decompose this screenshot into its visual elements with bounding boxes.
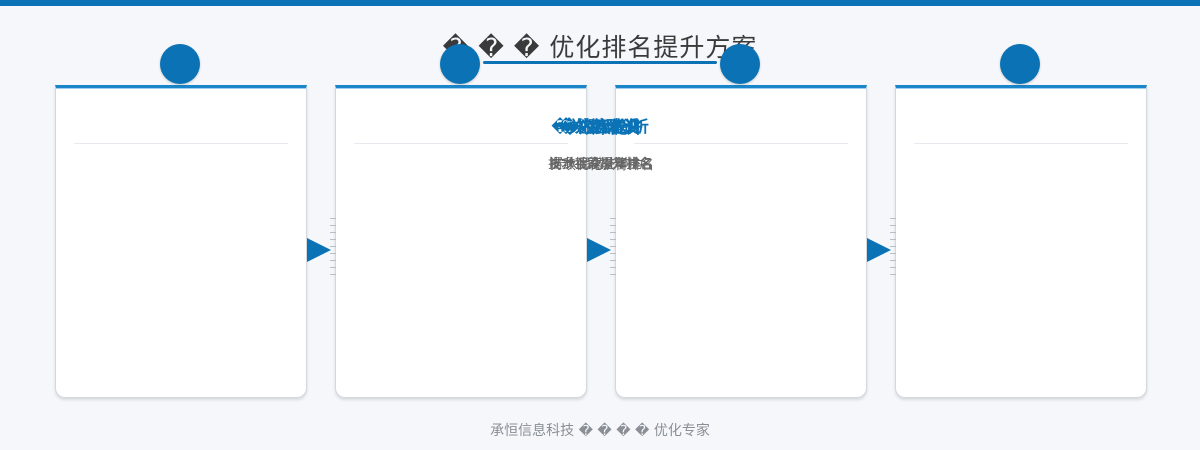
- connector-ticks: [890, 218, 896, 278]
- arrow-right-icon: [587, 238, 611, 262]
- card-divider: [914, 143, 1128, 144]
- step-icon-2: [440, 44, 480, 84]
- top-accent-bar: [0, 0, 1200, 6]
- card-divider: [74, 143, 288, 144]
- step-title-4: �效果提升: [561, 118, 643, 137]
- step-card-1: [55, 85, 307, 398]
- step-card-3: [615, 85, 867, 398]
- step-card-4: [895, 85, 1147, 398]
- page-title: � � � 优化排名提升方案: [442, 33, 758, 62]
- arrow-right-icon: [307, 238, 331, 262]
- step-desc-2: 提升搜索引擎排名: [548, 157, 653, 172]
- step-title-1: �关键词分析: [551, 117, 649, 136]
- connector-ticks: [330, 218, 336, 278]
- step-card-2: [335, 85, 587, 398]
- card-divider: [634, 143, 848, 144]
- card-divider: [354, 143, 568, 144]
- connector-ticks: [610, 218, 616, 278]
- step-title-2: �内容优化: [560, 117, 642, 136]
- step-desc-3: 扩大品牌影响力: [552, 157, 644, 172]
- step-icon-3: [720, 44, 760, 84]
- title-underline: [483, 61, 717, 64]
- footer-text: 承恒信息科技 � � � � 优化专家: [490, 423, 710, 439]
- step-icon-1: [160, 44, 200, 84]
- step-title-3: �外链建设: [557, 117, 639, 136]
- step-desc-4: 持续优化获得排名: [549, 158, 654, 173]
- step-desc-1: 技术手段提升排名: [547, 157, 652, 172]
- arrow-right-icon: [867, 238, 891, 262]
- step-icon-4: [1000, 44, 1040, 84]
